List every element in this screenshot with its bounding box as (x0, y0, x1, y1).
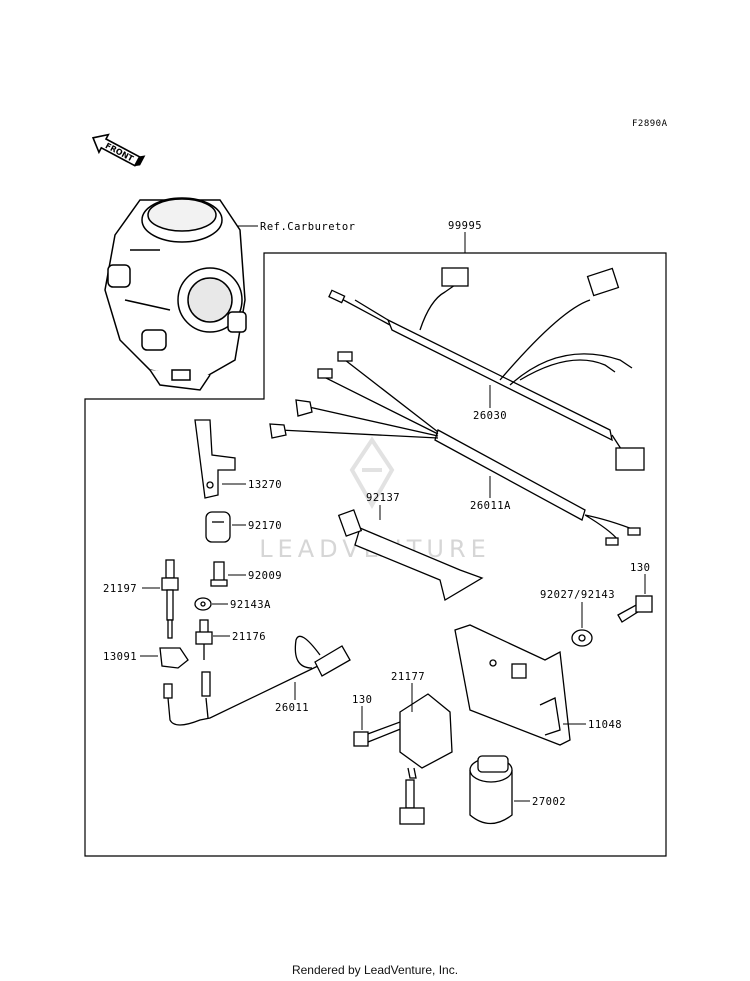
label-92170[interactable]: 92170 (248, 520, 282, 532)
kit-number: 99995 (448, 220, 482, 232)
carburetor-icon (104, 197, 247, 391)
label-130-right[interactable]: 130 (630, 562, 650, 574)
label-21197[interactable]: 21197 (103, 583, 137, 595)
part-92027-92143[interactable] (571, 629, 593, 647)
part-130-left[interactable] (353, 721, 404, 747)
label-92137[interactable]: 92137 (366, 492, 400, 504)
label-26030[interactable]: 26030 (473, 410, 507, 422)
part-92009[interactable] (210, 561, 228, 587)
footer-credit: Rendered by LeadVenture, Inc. (291, 963, 459, 977)
label-21177[interactable]: 21177 (391, 671, 425, 683)
label-92027-92143[interactable]: 92027/92143 (540, 589, 615, 601)
front-arrow-icon: FRONT (91, 133, 146, 167)
part-92143A[interactable] (194, 597, 212, 611)
label-26011A[interactable]: 26011A (470, 500, 511, 512)
part-13091[interactable] (159, 647, 189, 669)
label-27002[interactable]: 27002 (532, 796, 566, 808)
label-21176[interactable]: 21176 (232, 631, 266, 643)
label-13091[interactable]: 13091 (103, 651, 137, 663)
part-92137[interactable] (337, 509, 484, 602)
part-26011A[interactable] (269, 351, 641, 546)
part-27002[interactable] (469, 755, 513, 825)
part-92170[interactable] (205, 511, 231, 543)
ref-carburetor-label: Ref.Carburetor (260, 221, 356, 233)
label-130-left[interactable]: 130 (352, 694, 372, 706)
label-11048[interactable]: 11048 (588, 719, 622, 731)
part-13270[interactable] (194, 419, 236, 499)
part-26030[interactable] (328, 267, 645, 471)
kit-frame (84, 252, 667, 857)
label-92009[interactable]: 92009 (248, 570, 282, 582)
part-21176[interactable] (195, 619, 213, 660)
label-92143A[interactable]: 92143A (230, 599, 271, 611)
label-13270[interactable]: 13270 (248, 479, 282, 491)
part-130-right[interactable] (617, 595, 653, 623)
part-26011[interactable] (163, 635, 351, 726)
part-21177[interactable] (399, 693, 453, 825)
diagram-code: F2890A (632, 119, 668, 129)
label-26011[interactable]: 26011 (275, 702, 309, 714)
part-21197[interactable] (161, 559, 179, 639)
part-11048[interactable] (454, 624, 571, 746)
